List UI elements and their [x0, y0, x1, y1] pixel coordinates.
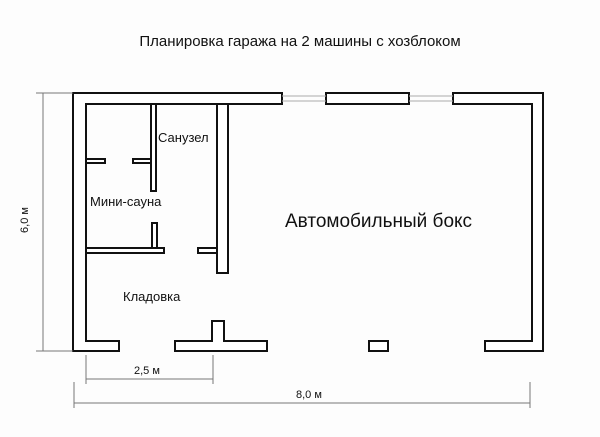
- room-label-storage: Кладовка: [123, 289, 181, 304]
- dim-label-height: 6,0 м: [18, 207, 31, 233]
- wall-top-left: [72, 92, 283, 352]
- partition-bathroom: [150, 103, 157, 192]
- wall-bottom-middle: [174, 320, 268, 352]
- wall-top-middle: [325, 92, 410, 105]
- partition-garage: [216, 103, 229, 274]
- partition-sauna: [85, 247, 165, 254]
- stub-sauna: [151, 222, 158, 249]
- plan-title: Планировка гаража на 2 машины с хозблоко…: [139, 33, 461, 50]
- wall-top-right: [452, 92, 544, 352]
- stub-storage: [197, 247, 218, 254]
- stub-bathroom: [132, 158, 152, 164]
- column: [368, 340, 389, 352]
- room-label-garage: Автомобильный бокс: [285, 211, 473, 232]
- room-label-bathroom: Санузел: [158, 130, 209, 145]
- dim-label-rooms: 2,5 м: [134, 365, 160, 377]
- dim-label-total: 8,0 м: [296, 389, 322, 401]
- stub-left: [85, 158, 106, 164]
- room-label-sauna: Мини-сауна: [90, 194, 162, 209]
